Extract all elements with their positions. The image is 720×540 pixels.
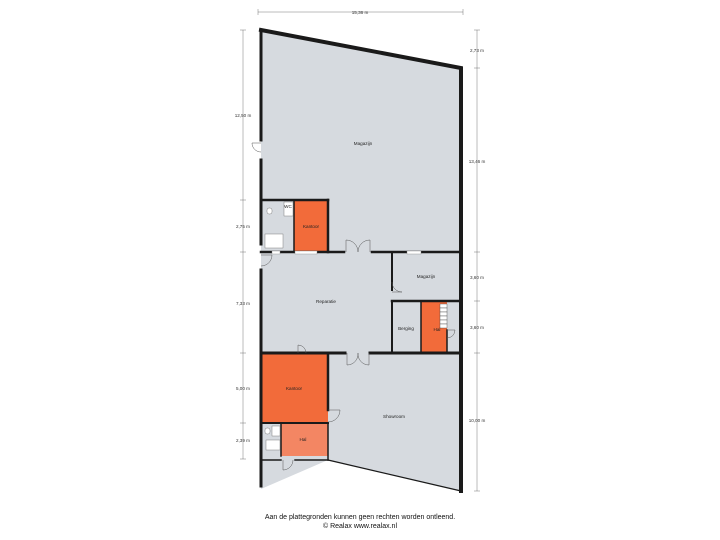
wc-cubicle xyxy=(283,201,294,217)
dimension-lines xyxy=(240,9,480,492)
room-wc: WC xyxy=(284,204,292,209)
sanitary-fixtures xyxy=(264,201,294,451)
doors xyxy=(251,142,456,471)
footer-disclaimer: Aan de plattegronden kunnen geen rechten… xyxy=(264,514,456,521)
berging-link-floor xyxy=(447,301,461,353)
room-kantoor-bottom: Kantoor xyxy=(286,386,303,391)
reparatie-floor xyxy=(261,252,392,353)
toilet-icon-bottom xyxy=(264,427,271,435)
showroom-floor xyxy=(328,353,461,491)
toilet-icon xyxy=(266,207,273,215)
room-showroom: Showroom xyxy=(383,414,405,419)
dim-left-workshop: 7,33 m xyxy=(236,301,250,306)
dim-right-hal: 3,60 m xyxy=(470,325,484,330)
dimension-labels: 15,36 m 12,50 m 2,75 m 7,33 m 5,00 m 2,3… xyxy=(235,10,486,443)
dim-right-magazijn: 3,60 m xyxy=(470,275,484,280)
room-hal-bottom: Hal xyxy=(300,437,307,442)
magazijn-floor xyxy=(261,30,461,252)
sink-icon xyxy=(264,233,284,249)
room-reparatie: Reparatie xyxy=(316,299,336,304)
room-magazijn-large: Magazijn xyxy=(354,141,373,146)
sink-icon-bottom xyxy=(265,439,281,451)
highlighted-rooms xyxy=(261,200,447,456)
dim-top-width: 15,36 m xyxy=(352,10,369,15)
dim-left-top: 12,50 m xyxy=(235,113,252,118)
dim-right-showroom: 10,00 m xyxy=(469,418,486,423)
floor-areas xyxy=(261,30,461,491)
room-magazijn-small: Magazijn xyxy=(417,274,436,279)
shower-icon xyxy=(271,425,281,437)
windows xyxy=(271,250,422,255)
kantoor-top-fill xyxy=(294,200,328,252)
berging-floor xyxy=(392,301,421,353)
footer: Aan de plattegronden kunnen geen rechten… xyxy=(0,514,720,531)
room-kantoor-top: Kantoor xyxy=(303,224,320,229)
hal-bottom-fill xyxy=(281,423,328,456)
canopy-floor xyxy=(261,460,328,489)
footer-copyright: © Realax www.realax.nl xyxy=(322,522,398,530)
kantoor-bottom-fill xyxy=(261,353,328,423)
dim-left-toilet: 2,75 m xyxy=(236,224,250,229)
dim-left-bottom: 2,39 m xyxy=(236,438,250,443)
room-berging: Berging xyxy=(398,326,414,331)
magazijn-small-floor xyxy=(392,252,461,301)
dim-left-office: 5,00 m xyxy=(236,386,250,391)
dim-right-top: 2,73 m xyxy=(470,48,484,53)
room-labels: Magazijn WC Kantoor Reparatie Magazijn B… xyxy=(284,141,440,442)
stairs xyxy=(439,303,448,329)
room-hal: Hal xyxy=(434,327,441,332)
dim-right-main: 13,46 m xyxy=(469,159,486,164)
